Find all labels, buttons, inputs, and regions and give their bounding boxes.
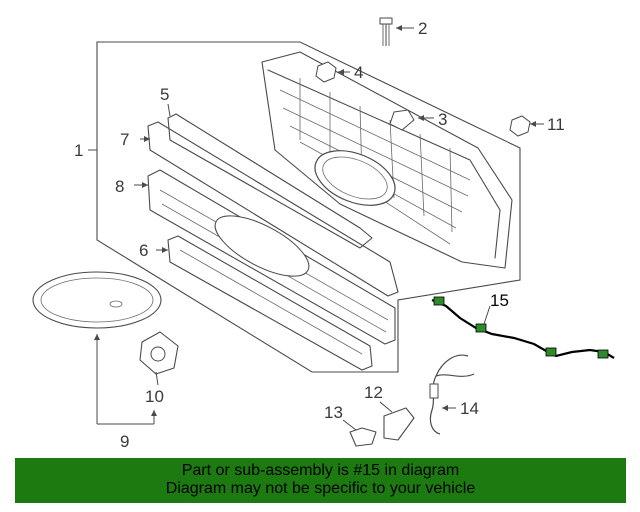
bolt-fastener xyxy=(379,17,393,46)
upper-grille xyxy=(261,51,513,269)
clip-13 xyxy=(349,427,377,447)
callout-1: 1 xyxy=(74,141,83,160)
bracket-12 xyxy=(383,407,415,441)
callout-10: 10 xyxy=(145,387,164,406)
camera-sensor-10 xyxy=(139,331,179,375)
ford-oval-emblem xyxy=(314,150,396,206)
upper-trim-strip xyxy=(147,121,399,297)
clip-3 xyxy=(389,109,415,131)
wiring-harness-15 xyxy=(431,296,615,359)
callout-5: 5 xyxy=(160,85,169,104)
callout-7: 7 xyxy=(120,130,129,149)
callout-11: 11 xyxy=(547,115,565,134)
callout-4: 4 xyxy=(354,63,363,82)
nut-4 xyxy=(315,61,337,83)
lower-grille-insert xyxy=(147,169,396,345)
lower-grille xyxy=(167,235,373,371)
callout-14: 14 xyxy=(460,399,479,418)
upper-molding-strip xyxy=(167,113,373,249)
callout-6: 6 xyxy=(139,241,148,260)
callout-12: 12 xyxy=(364,383,383,402)
callout-8: 8 xyxy=(115,177,124,196)
leader-arrowheads xyxy=(94,25,536,416)
banner-line-1: Part or sub-assembly is #15 in diagram xyxy=(181,462,460,479)
assembly-boundary xyxy=(96,41,521,373)
callout-13: 13 xyxy=(324,403,343,422)
oval-emblem-9 xyxy=(32,271,162,329)
callout-2: 2 xyxy=(418,19,427,38)
info-banner: Part or sub-assembly is #15 in diagram D… xyxy=(15,458,626,503)
nut-11 xyxy=(509,115,531,137)
callout-15: 15 xyxy=(490,291,509,310)
callout-9: 9 xyxy=(120,432,129,451)
callout-3: 3 xyxy=(438,110,447,129)
banner-line-2: Diagram may not be specific to your vehi… xyxy=(165,480,476,497)
